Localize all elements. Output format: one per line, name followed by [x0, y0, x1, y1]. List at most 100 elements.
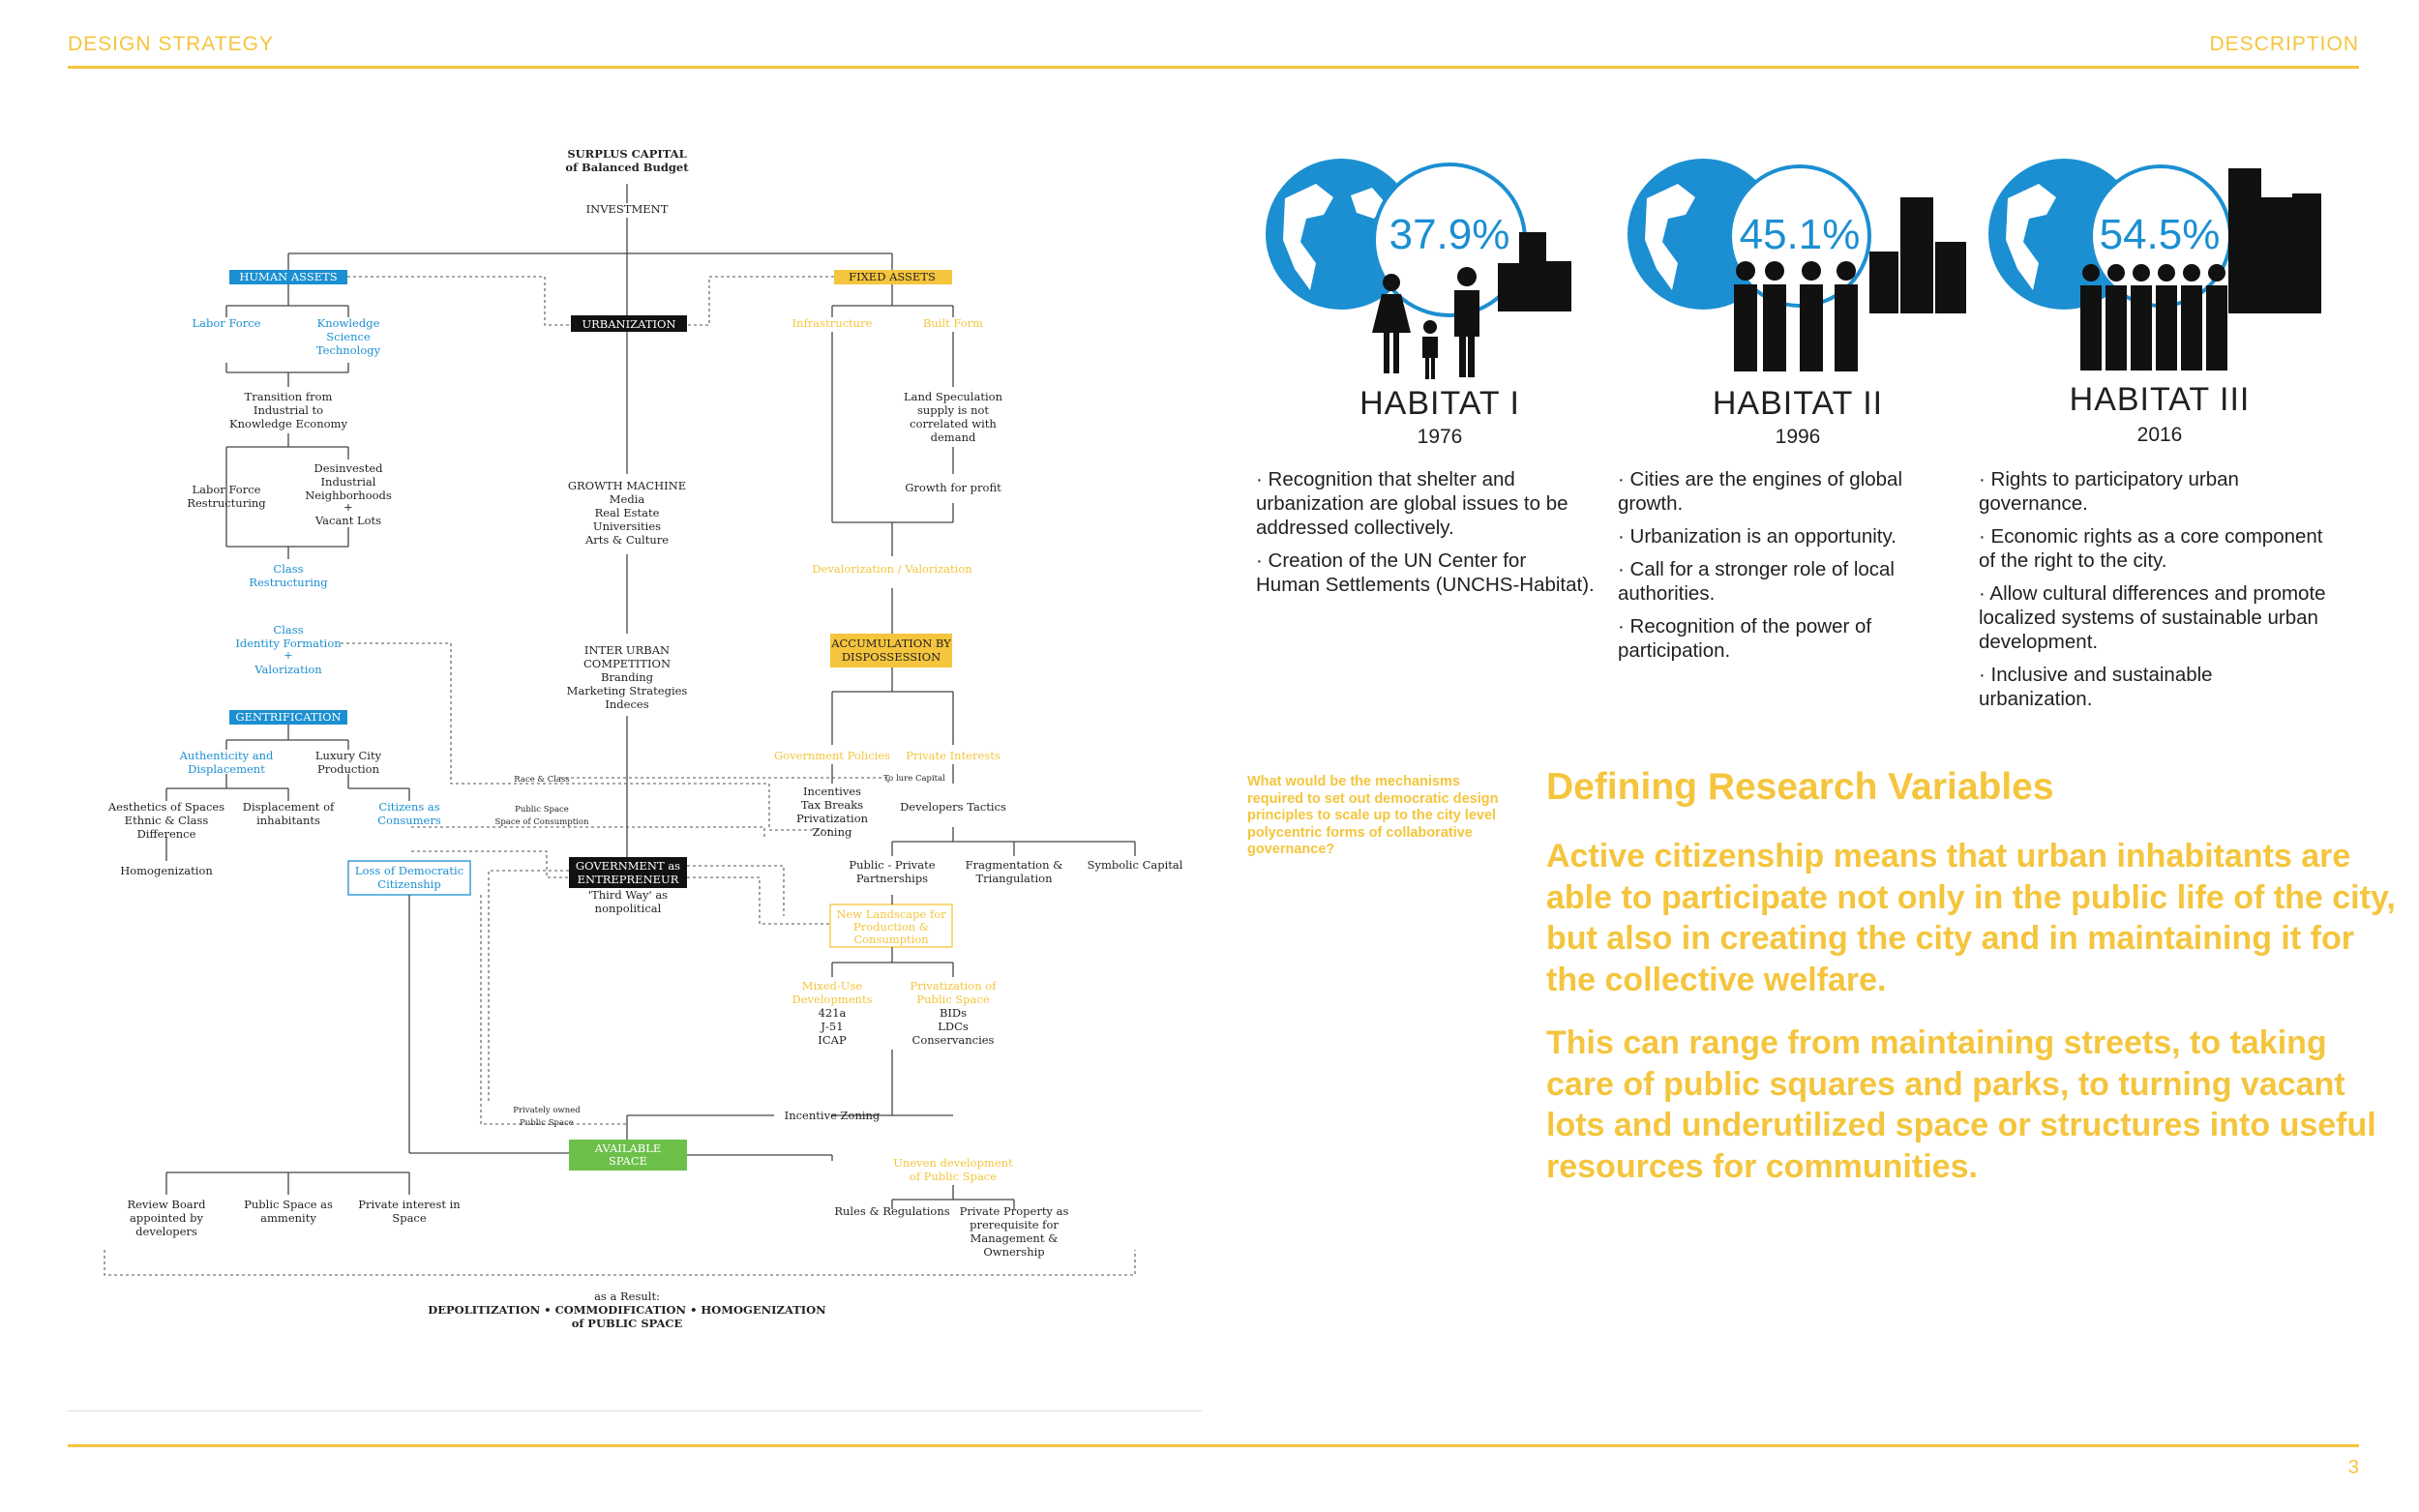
- disinvested-block: Desinvested Industrial Neighborhoods + V…: [305, 461, 392, 527]
- diagram-label: 421a: [819, 1006, 847, 1020]
- diagram-label: ENTREPRENEUR: [578, 873, 679, 886]
- diagram-label: correlated with: [910, 417, 997, 430]
- diagram-label: Consumption: [853, 933, 929, 946]
- incentive-zoning-label: Incentive Zoning: [785, 1109, 881, 1122]
- diagram-label: Desinvested: [314, 461, 383, 475]
- urbanization-box: [571, 315, 687, 332]
- diagram-label: Class: [273, 562, 303, 576]
- diagram-label: Displacement: [188, 762, 265, 776]
- diagram-label: Industrial to: [254, 403, 323, 417]
- diagram-label: +: [284, 648, 293, 662]
- diagram-label: Review Board: [127, 1198, 206, 1211]
- page-number: 3: [2347, 1457, 2359, 1478]
- family-icon: [1372, 267, 1479, 379]
- fragmentation-block: Fragmentation & Triangulation: [966, 858, 1063, 885]
- diagram-label: Citizens as: [378, 800, 439, 814]
- diagram-label: New Landscape for: [836, 907, 946, 921]
- displacement-block: Displacement of inhabitants: [243, 800, 335, 827]
- gov-entrepreneur-box: [569, 857, 687, 888]
- habitat-2-illustration: [1618, 155, 1976, 387]
- human-assets-label: HUMAN ASSETS: [239, 270, 337, 283]
- habitat-1-illustration: [1256, 155, 1575, 387]
- review-board-block: Review Board appointed by developers: [127, 1198, 206, 1238]
- diagram-label: supply is not: [917, 403, 989, 417]
- diagram-label: BIDs: [940, 1006, 967, 1020]
- infrastructure-label: Infrastructure: [792, 316, 873, 330]
- result-sub-label: of PUBLIC SPACE: [572, 1317, 683, 1330]
- diagram-label: Private Property as: [960, 1204, 1069, 1218]
- diagram-shape: [411, 826, 765, 840]
- diagram-label: GROWTH MACHINE: [568, 479, 686, 492]
- crowd-icon: [1734, 261, 1858, 371]
- diagram-label: Media: [610, 492, 645, 506]
- diagram-label: Industrial: [321, 475, 376, 489]
- authenticity-block: Authenticity and Displacement: [179, 749, 274, 776]
- diagram-label: Public Space as: [244, 1198, 333, 1211]
- diagram-label: ICAP: [818, 1033, 847, 1047]
- habitat-3-illustration: [1979, 155, 2327, 387]
- diagram-label: Ownership: [983, 1245, 1044, 1259]
- diagram-label: Valorization: [254, 663, 322, 676]
- diagram-label: ammenity: [260, 1211, 316, 1225]
- ppp-block: Public - Private Partnerships: [849, 858, 935, 885]
- diagram-label: Public Space: [520, 1118, 574, 1128]
- habitat-3-bullet: · Rights to participatory urban governan…: [1979, 468, 2239, 515]
- habitat-3-title: HABITAT III: [2069, 381, 2251, 418]
- diagram-label: Class: [273, 623, 303, 637]
- labor-force-label: Labor Force: [193, 316, 261, 330]
- gentrification-label: GENTRIFICATION: [235, 710, 341, 724]
- diagram-label: COMPETITION: [583, 657, 671, 670]
- private-interests-label: Private Interests: [906, 749, 1000, 762]
- surplus-capital-title: SURPLUS CAPITAL: [567, 147, 686, 161]
- diagram-label: Marketing Strategies: [567, 684, 688, 697]
- diagram-label: Land Speculation: [904, 390, 1003, 403]
- diagram-label: Neighborhoods: [305, 489, 392, 502]
- diagram-shape: [104, 1250, 1136, 1276]
- header-rule: [68, 66, 2359, 69]
- homogenization-label: Homogenization: [120, 864, 213, 877]
- fixed-assets-box: [834, 270, 952, 284]
- diagram-label: prerequisite for: [970, 1218, 1059, 1231]
- diagram-label: Authenticity and: [179, 749, 274, 762]
- loss-democratic-box: [347, 860, 471, 896]
- diagram-label: Developments: [792, 993, 873, 1006]
- diagram-bottom-rule: [68, 1410, 1202, 1411]
- land-speculation-block: Land Speculation supply is not correlate…: [904, 390, 1003, 444]
- diagram-label: Loss of Democratic: [355, 864, 463, 877]
- new-landscape-block: New Landscape for Production & Consumpti…: [836, 907, 946, 946]
- habitat-1-percent: 37.9%: [1389, 211, 1510, 258]
- diagram-label: SPACE: [609, 1154, 647, 1168]
- diagram-label: Labor Force: [193, 483, 261, 496]
- diagram-label: Production &: [853, 920, 929, 934]
- diagram-label: Real Estate: [595, 506, 660, 519]
- city-buildings-icon: [1498, 232, 1571, 311]
- diagram-label: Consumers: [377, 814, 441, 827]
- research-paragraph-1: Active citizenship means that urban inha…: [1546, 838, 2396, 998]
- diagram-label: Space: [392, 1211, 427, 1225]
- gov-policies-label: Government Policies: [774, 749, 890, 762]
- available-space-block: AVAILABLE SPACE: [594, 1141, 662, 1168]
- public-space-small-label: Public Space: [515, 805, 569, 815]
- transition-block: Transition from Industrial to Knowledge …: [229, 390, 347, 430]
- diagram-label: appointed by: [130, 1211, 203, 1225]
- diagram-label: Uneven development: [893, 1156, 1013, 1170]
- habitat-1-bullets: · Recognition that shelter and urbanizat…: [1256, 467, 1595, 606]
- labor-restructuring-block: Labor Force Restructuring: [187, 483, 266, 510]
- diagram-label: Science: [326, 330, 371, 343]
- habitat-3-bullet: · Economic rights as a core component of…: [1979, 525, 2323, 572]
- result-main-label: DEPOLITIZATION • COMMODIFICATION • HOMOG…: [428, 1303, 826, 1317]
- habitat-3-bullet: · Allow cultural differences and promote…: [1979, 582, 2326, 653]
- accumulation-block: ACCUMULATION BY DISPOSSESSION: [830, 637, 951, 664]
- diagram-label: Management &: [971, 1231, 1059, 1245]
- diagram-label: DISPOSSESSION: [842, 650, 941, 664]
- built-form-label: Built Form: [923, 316, 983, 330]
- habitat-2-bullets: · Cities are the engines of global growt…: [1618, 467, 1956, 671]
- investment-label: INVESTMENT: [586, 202, 669, 216]
- diagram-label: Privatization of: [911, 979, 998, 993]
- diagram-label: demand: [931, 430, 976, 444]
- diagram-label: Public Space: [916, 993, 989, 1006]
- diagram-label: Technology: [316, 343, 381, 357]
- diagram-label: Transition from: [245, 390, 333, 403]
- diagram-label: Branding: [601, 670, 654, 684]
- diagram-label: J-51: [820, 1020, 843, 1033]
